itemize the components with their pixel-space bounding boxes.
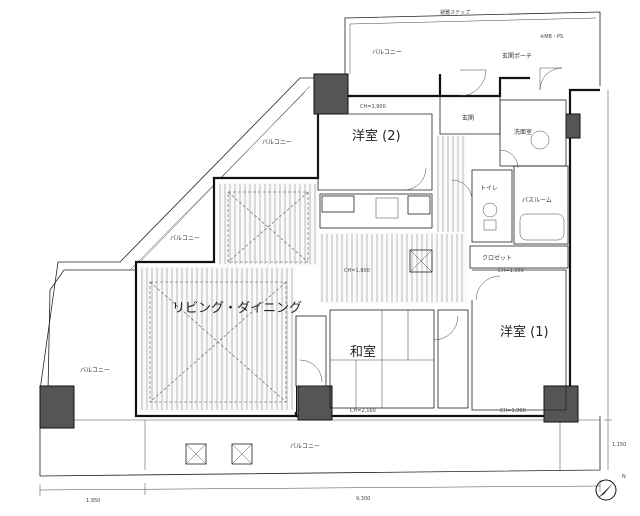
pillar-bottom-right [543,385,579,423]
ch-note-3: CH=2,160 [350,408,376,414]
balcony-bottom-label: バルコニー [290,443,320,450]
ac-units [185,443,253,465]
western-room-2-label: 洋室 (2) [352,128,401,144]
pillar-right [565,113,581,139]
dimension-left: 1,950 [86,498,100,504]
hallway-floor [320,134,468,304]
doors [299,67,563,383]
compass-icon [595,479,617,501]
balcony-top-label: バルコニー [372,49,402,56]
toilet-label: トイレ [480,185,498,192]
entrance-label: 玄関 [462,114,474,122]
balcony-diag-label-2: バルコニー [170,235,200,242]
washroom-label: 洗面室 [514,128,532,136]
top-note-1: 避難ステップ [440,9,470,16]
closet-label: クロゼット [482,254,512,262]
dimension-right: 1,150 [612,442,626,448]
balcony-diag-label-1: バルコニー [262,139,292,146]
compass-label: N [622,474,626,480]
dimension-main: 9,300 [356,496,370,502]
pillar-top-left [313,73,349,115]
ch-note-1: CH=1,900 [360,104,386,110]
bathroom-label: バスルーム [522,197,552,204]
living-dining-floor [140,182,318,412]
balcony-left-label: バルコニー [80,367,110,374]
top-note-2: ※MB・PS [540,34,563,40]
living-dining-label: リビング・ダイニング [172,301,302,316]
ch-note-2: CH=1,900 [344,268,370,274]
ch-note-5: CH=1,900 [498,268,524,274]
japanese-room-label: 和室 [350,344,376,360]
ch-note-4: CH=1,900 [500,408,526,414]
pillar-bottom-left [39,385,75,429]
interior-walls [295,96,569,411]
western-room-1-label: 洋室 (1) [500,324,549,340]
porch-label: 玄関ポーチ [502,52,532,60]
dimension-lines [39,90,612,496]
pillar-bottom-mid [297,385,333,421]
